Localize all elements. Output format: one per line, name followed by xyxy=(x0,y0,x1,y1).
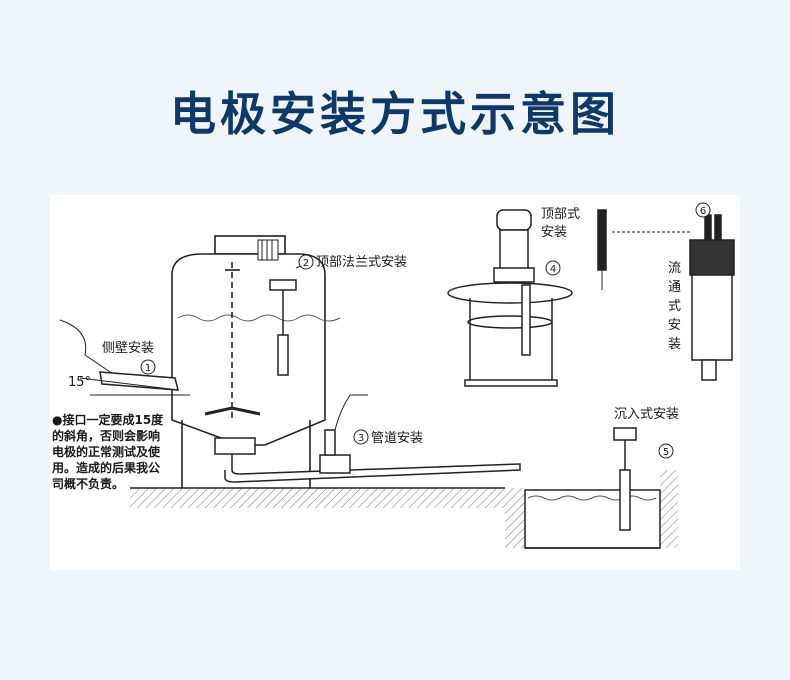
page-title: 电极安装方式示意图 xyxy=(170,87,620,141)
marker-numbers: 1 2 3 4 5 6 xyxy=(145,206,706,458)
pipe-line xyxy=(214,394,521,483)
markers xyxy=(140,202,711,459)
label-top-type-2: 安装 xyxy=(541,225,567,240)
marker-4 xyxy=(545,260,561,276)
label-top-type-1: 顶部式 xyxy=(541,207,580,222)
marker-1 xyxy=(140,359,156,375)
marker-num-2: 2 xyxy=(303,258,309,269)
flow-char: 安 xyxy=(668,318,681,333)
marker-num-4: 4 xyxy=(550,264,556,275)
note-line: 的斜角，否则会影响 xyxy=(52,428,160,443)
ground xyxy=(130,470,678,548)
marker-num-1: 1 xyxy=(145,363,151,374)
marker-6 xyxy=(695,202,711,218)
marker-num-6: 6 xyxy=(700,206,706,217)
marker-3 xyxy=(353,429,369,445)
note-line: 电极的正常测试及使 xyxy=(52,444,161,459)
flow-cell xyxy=(612,214,735,381)
note-line: 司概不负责。 xyxy=(52,476,124,491)
flow-char: 通 xyxy=(668,280,681,295)
note-line: 用。造成的后果我公 xyxy=(51,460,160,475)
label-immersion: 沉入式安装 xyxy=(614,407,679,422)
warning-note: ●接口一定要成15度 的斜角，否则会影响 电极的正常测试及使 用。造成的后果我公… xyxy=(51,412,164,491)
note-line: ●接口一定要成15度 xyxy=(52,412,164,427)
flow-char: 装 xyxy=(668,337,681,352)
label-angle: 15° xyxy=(68,375,91,390)
side-wall-electrode xyxy=(59,319,190,396)
label-pipe: 管道安装 xyxy=(371,431,423,446)
marker-5 xyxy=(658,443,674,459)
flow-char: 流 xyxy=(668,261,681,276)
reactor xyxy=(447,209,607,387)
marker-num-3: 3 xyxy=(358,433,364,444)
tank xyxy=(171,235,341,488)
label-side-wall: 侧壁安装 xyxy=(102,341,154,356)
label-top-flange: 顶部法兰式安装 xyxy=(316,255,407,270)
marker-num-5: 5 xyxy=(663,447,669,458)
flow-char: 式 xyxy=(668,299,681,314)
immersion-tank xyxy=(524,427,661,549)
marker-2 xyxy=(298,254,314,270)
top-flange-electrode xyxy=(269,261,311,376)
label-flow-vertical: 流 通 式 安 装 xyxy=(668,261,681,352)
